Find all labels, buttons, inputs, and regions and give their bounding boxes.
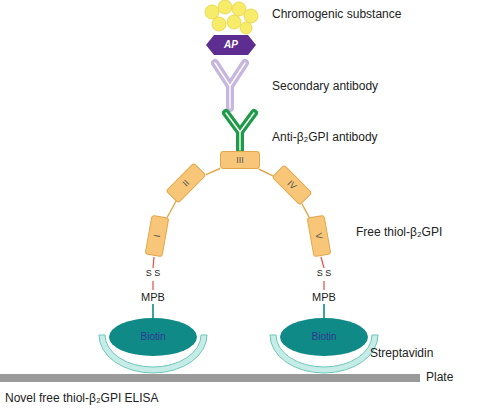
plate-bar [0,374,420,382]
linker-label: MPB [141,291,165,303]
antibody-outline [226,113,254,150]
node-text: II [181,178,191,188]
substance-dot [205,5,219,19]
streptavidin-label: Streptavidin [370,347,433,360]
chromogenic-dots [205,0,258,34]
ellipse-shape [280,318,368,356]
node-text: III [236,156,244,165]
protein-domain: IV [271,164,312,205]
domain-linker [259,169,273,176]
protein-domain: III [220,151,260,169]
domain-linker [167,201,176,217]
biotin-ellipse: Biotin [109,318,197,356]
disulfide-line [323,281,324,290]
biotin-ellipse: Biotin [280,318,368,356]
protein-label: Free thiol-β₂GPI [356,226,442,239]
disulfide-label: S S [317,269,332,279]
protein-domain: II [165,162,206,203]
figure-caption: Novel free thiol-β₂GPI ELISA [5,392,159,405]
node-text: I [152,234,161,238]
enzyme-hexagon: AP [206,35,256,55]
disulfide-line [152,281,153,290]
substance-dot [218,0,232,14]
antibody-outline [215,63,245,108]
node-text: V [314,232,324,239]
mpb-line [323,304,325,318]
mpb-line [152,304,154,318]
node-text: AP [224,40,238,50]
linker-label: MPB [312,291,336,303]
substance-dot [232,2,246,16]
mpb-links [153,304,324,318]
node-text: Biotin [311,332,336,342]
antibody-gap [215,63,245,108]
domain-linker [302,203,309,217]
node-text: Biotin [140,332,165,342]
disulfide-line [153,257,154,268]
ellipse-shape [109,318,197,356]
node-text: IV [286,179,298,191]
disulfide-label: S S [146,269,161,279]
antibody-label: Anti-β₂GPI antibody [272,131,378,144]
primary-antibody-shape [226,113,254,150]
disulfide-line [321,257,324,268]
substance-dot [244,9,258,23]
secondary-antibody-shape [215,63,245,108]
antibody-gap [226,113,254,150]
antibody-label: Secondary antibody [272,80,378,93]
substance-label: Chromogenic substance [272,8,401,21]
substance-dot [212,17,226,31]
substance-dot [240,22,252,34]
disulfide-links [153,257,324,290]
substance-dot [227,15,241,29]
domain-linker [206,169,220,175]
hexagon-shape [206,35,256,55]
plate-label: Plate [426,371,453,384]
protein-domain: V [307,215,332,258]
protein-domain: I [145,215,170,258]
